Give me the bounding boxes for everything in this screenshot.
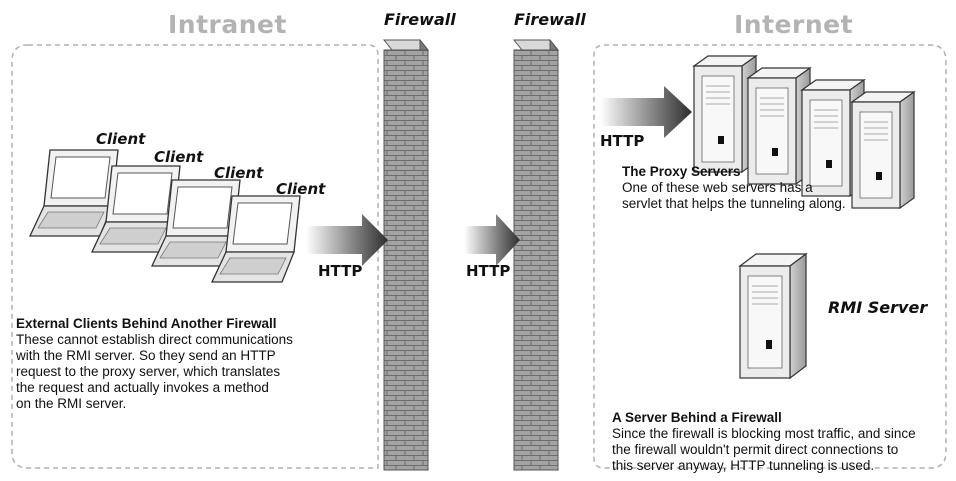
client-label: Client (96, 130, 146, 148)
proxy-server-1 (692, 54, 758, 174)
http-label-left: HTTP (318, 262, 363, 280)
server-caption-title: A Server Behind a Firewall (612, 410, 782, 425)
clients-caption-line: request to the proxy server, which trans… (16, 364, 281, 379)
internet-region-border (593, 44, 947, 469)
http-label-right: HTTP (600, 132, 645, 150)
proxy-caption: The Proxy Servers One of these web serve… (622, 164, 846, 212)
clients-caption-line: These cannot establish direct communicat… (16, 332, 293, 347)
server-caption-line: the firewall wouldn't permit direct conn… (612, 442, 899, 457)
server-caption: A Server Behind a Firewall Since the fir… (612, 410, 916, 474)
proxy-server-4 (850, 90, 916, 210)
firewall-right (512, 38, 560, 471)
firewall-left (382, 38, 430, 471)
arrow-to-proxy-servers (600, 86, 692, 138)
firewall-right-label: Firewall (514, 10, 586, 29)
server-caption-line: Since the firewall is blocking most traf… (612, 426, 916, 441)
proxy-server-2 (746, 66, 812, 186)
clients-caption-line: the request and actually invokes a metho… (16, 380, 269, 395)
clients-caption: External Clients Behind Another Firewall… (16, 316, 293, 412)
intranet-title: Intranet (168, 10, 287, 39)
clients-caption-line: on the RMI server. (16, 396, 127, 411)
client-label: Client (154, 148, 204, 166)
firewall-left-label: Firewall (384, 10, 456, 29)
laptop-2 (90, 165, 181, 253)
clients-caption-line: with the RMI server. So they send an HTT… (16, 348, 276, 363)
rmi-server-machine (738, 252, 808, 380)
laptop-4 (210, 195, 301, 283)
client-label: Client (214, 164, 264, 182)
rmi-server-label: RMI Server (828, 298, 928, 317)
intranet-region-border (11, 44, 379, 469)
internet-title: Internet (734, 10, 854, 39)
laptop-1 (28, 149, 119, 237)
arrow-between-firewalls (464, 214, 520, 266)
proxy-caption-title: The Proxy Servers (622, 164, 741, 179)
arrow-clients-to-firewall (306, 214, 388, 266)
laptop-3 (150, 179, 241, 267)
clients-caption-title: External Clients Behind Another Firewall (16, 316, 277, 331)
proxy-caption-line: One of these web servers has a (622, 180, 813, 195)
client-label: Client (276, 180, 326, 198)
proxy-caption-line: servlet that helps the tunneling along. (622, 196, 846, 211)
server-caption-line: this server anyway, HTTP tunneling is us… (612, 458, 875, 473)
http-label-middle: HTTP (466, 262, 511, 280)
